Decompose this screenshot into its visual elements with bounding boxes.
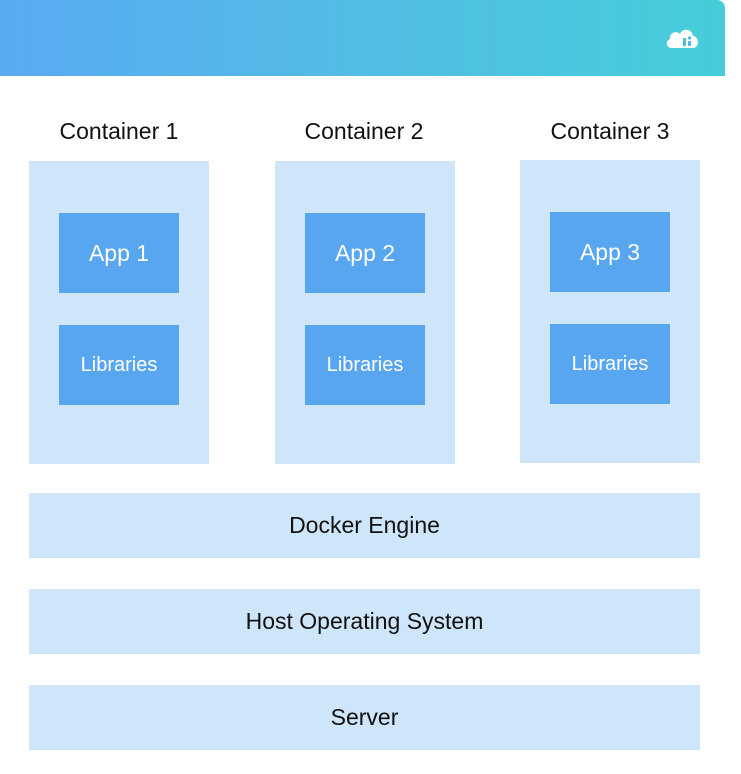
cloud-logo-icon — [666, 29, 698, 48]
libraries-1-box: Libraries — [59, 325, 179, 405]
container-1: App 1 Libraries — [29, 161, 209, 464]
header-banner — [0, 0, 725, 76]
server-layer: Server — [29, 685, 700, 750]
container-1-title: Container 1 — [59, 118, 179, 144]
app-2-box: App 2 — [305, 213, 425, 293]
docker-engine-layer: Docker Engine — [29, 493, 700, 558]
app-1-box: App 1 — [59, 213, 179, 293]
container-3: App 3 Libraries — [520, 160, 700, 463]
libraries-2-box: Libraries — [305, 325, 425, 405]
container-2: App 2 Libraries — [275, 161, 455, 464]
libraries-3-box: Libraries — [550, 324, 670, 404]
container-3-title: Container 3 — [550, 118, 670, 144]
host-os-layer: Host Operating System — [29, 589, 700, 654]
container-2-title: Container 2 — [304, 118, 424, 144]
app-3-box: App 3 — [550, 212, 670, 292]
